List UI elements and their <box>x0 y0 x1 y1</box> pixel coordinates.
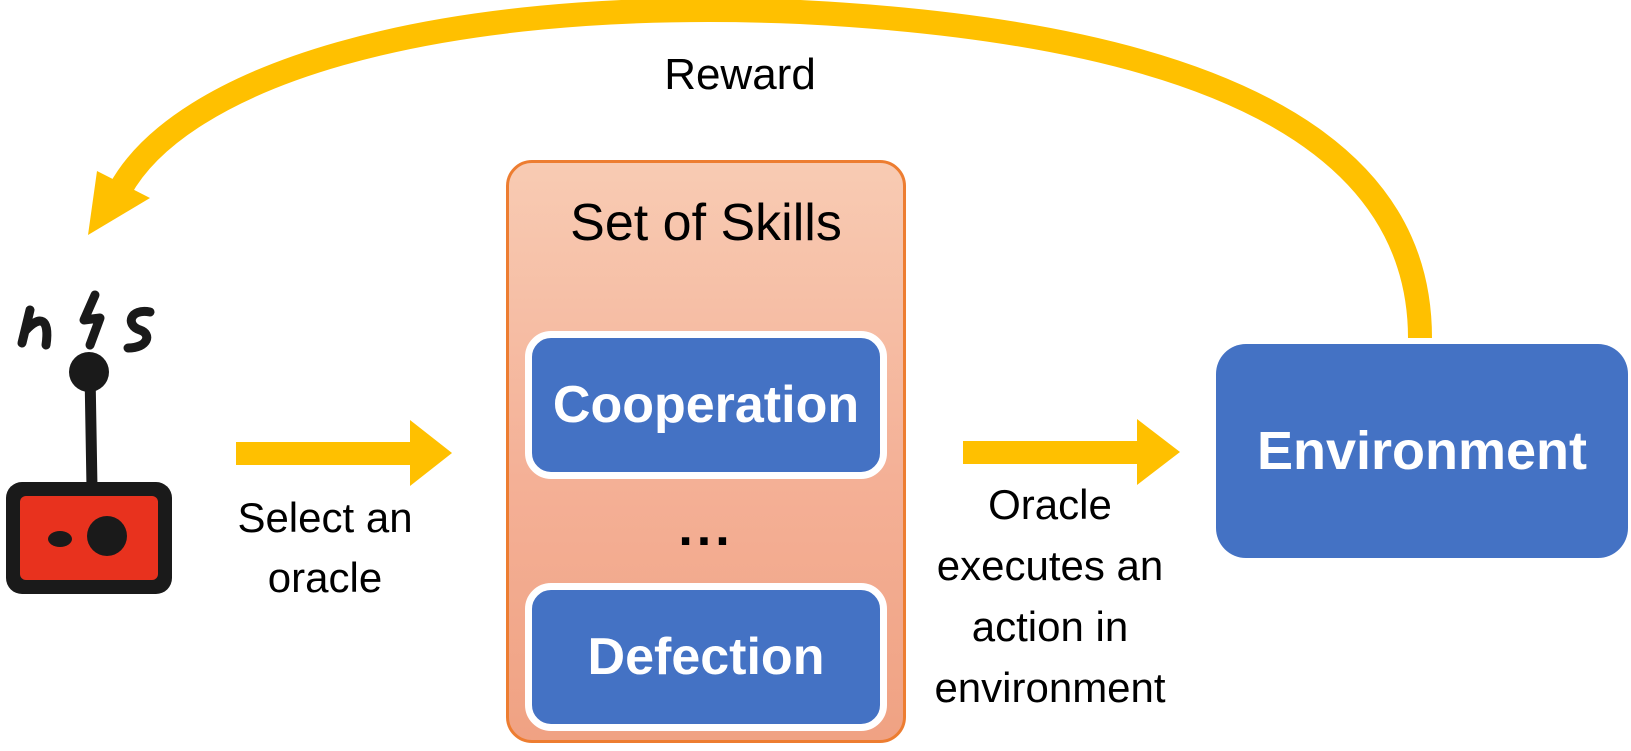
execute-arrow-shaft <box>963 441 1139 464</box>
remote-big-button <box>87 516 127 556</box>
skill-defection-box: Defection <box>525 583 887 731</box>
environment-label: Environment <box>1256 421 1588 481</box>
reward-arrow <box>109 0 1432 339</box>
skill-cooperation-box: Cooperation <box>525 331 887 479</box>
skill-defection-label: Defection <box>587 628 825 686</box>
environment-box: Environment <box>1216 344 1628 558</box>
spark-middle <box>79 290 105 350</box>
spark-right <box>123 306 155 353</box>
execute-arrow-head <box>1137 419 1180 485</box>
select-oracle-label: Select an oracle <box>200 488 450 608</box>
spark-left <box>17 305 52 350</box>
select-arrow-head <box>410 420 452 486</box>
oracle-executes-label: Oracle executes an action in environment <box>934 481 1166 711</box>
antenna-ball <box>69 352 109 392</box>
remote-small-button <box>48 531 72 547</box>
skills-ellipsis: ... <box>678 499 734 557</box>
select-arrow-shaft <box>236 442 412 465</box>
skills-panel-title: Set of Skills <box>570 194 842 252</box>
robot-remote-icon <box>6 290 172 594</box>
skills-panel: Set of Skills Cooperation ... Defection <box>506 160 906 743</box>
select-oracle-text: Select an oracle <box>237 494 413 601</box>
reward-arrow-head <box>88 171 150 235</box>
reward-label: Reward <box>664 50 816 99</box>
skill-cooperation-label: Cooperation <box>552 376 860 434</box>
